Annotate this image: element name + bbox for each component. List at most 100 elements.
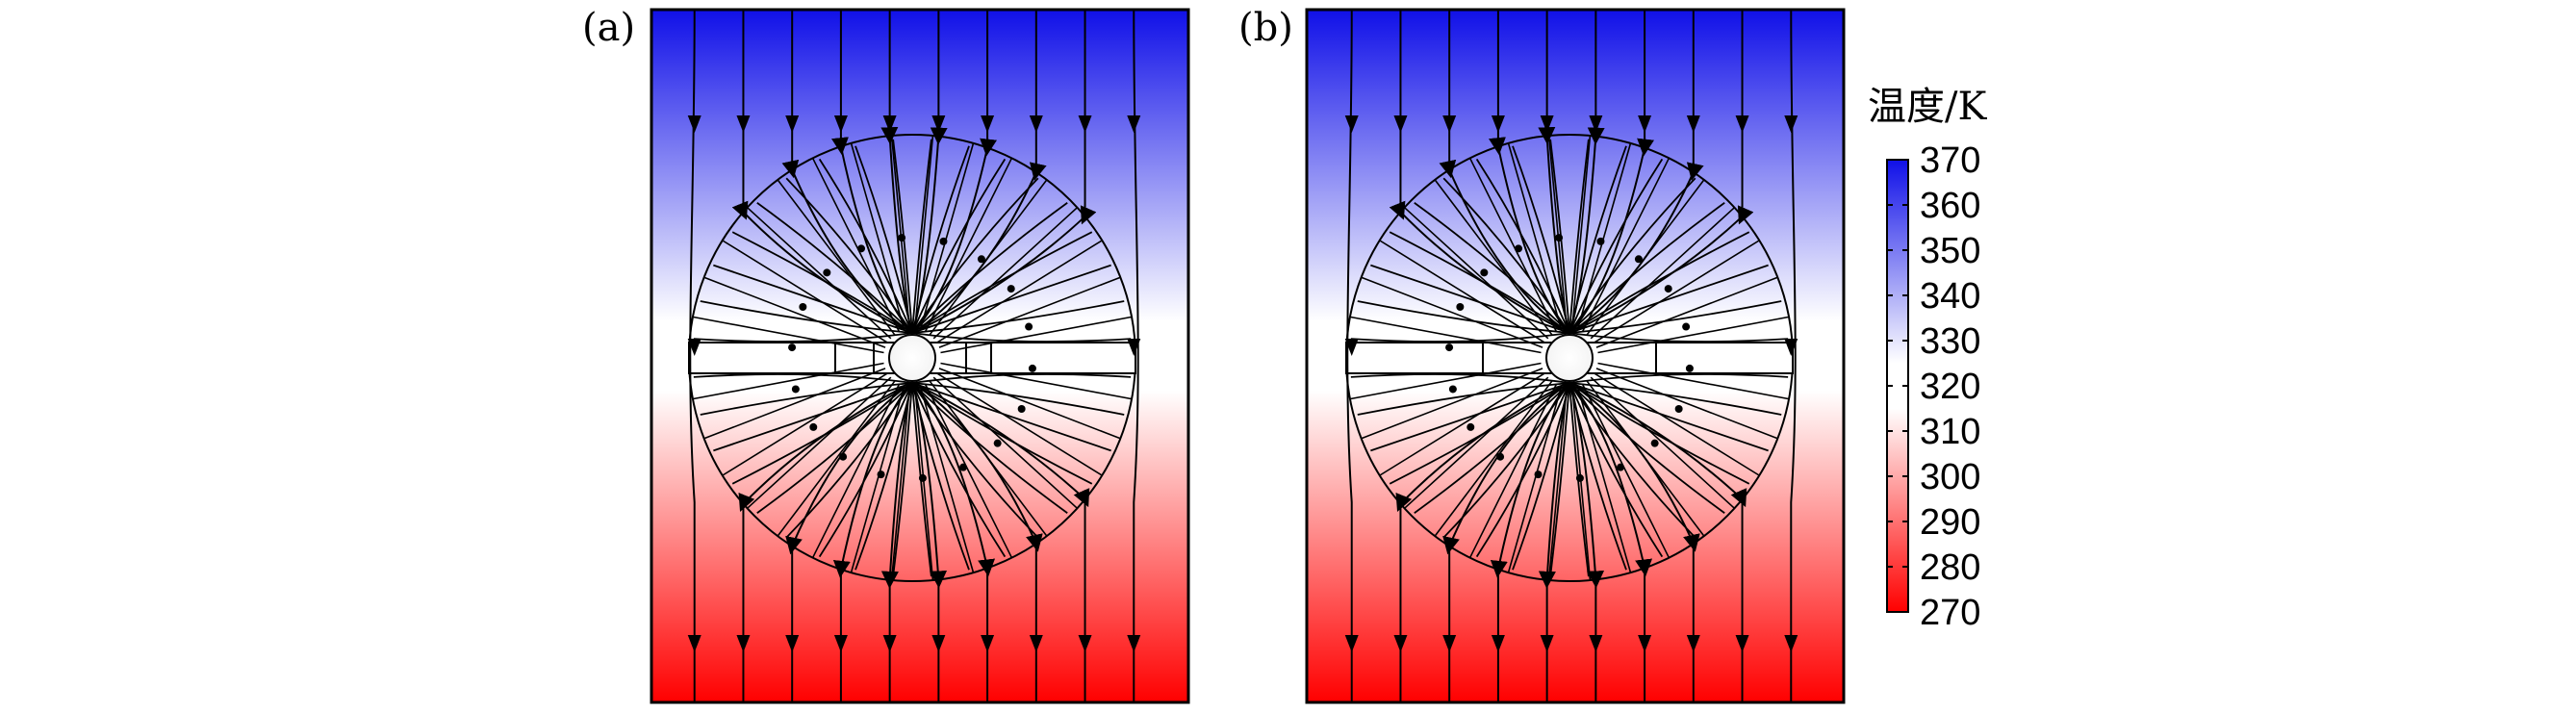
colorbar-tick-label: 320 — [1920, 367, 1980, 407]
cloak-spoke — [890, 386, 911, 581]
cloak-streamline-arrow — [857, 244, 866, 253]
panel-a-streamlines — [687, 9, 1141, 702]
streamline-arrow — [1784, 339, 1798, 356]
cloak-spoke — [1595, 276, 1778, 348]
cloak-spoke — [938, 368, 1121, 440]
cloak-spoke — [1379, 372, 1545, 476]
cloak-spoke — [777, 380, 896, 537]
cloak-streamline — [818, 382, 913, 558]
streamline — [1133, 9, 1139, 702]
cloak-streamline — [911, 300, 1125, 334]
cloak-streamline — [756, 202, 913, 334]
cloak-streamline-arrow — [1028, 364, 1036, 372]
panel-a — [650, 8, 1190, 704]
cloak-streamline-arrow — [1664, 285, 1672, 293]
cloak-streamline-arrow — [1650, 439, 1659, 447]
cloak-streamline-arrow — [1025, 322, 1033, 331]
cloak-spoke — [1594, 372, 1760, 476]
streamline-arrow — [1078, 635, 1092, 652]
cloak-spoke — [1349, 362, 1542, 400]
cloak-streamline — [1414, 202, 1570, 334]
cloak-streamline — [1569, 382, 1725, 514]
cloak-spoke — [722, 240, 888, 343]
cloak-spoke — [1434, 380, 1553, 537]
cloak-streamline — [911, 231, 1093, 334]
cloak-streamline — [1475, 158, 1570, 334]
cloak-spoke — [1468, 383, 1558, 559]
cloak-streamline-arrow — [1445, 343, 1454, 352]
cloak-spoke — [1595, 368, 1778, 440]
cloak-streamline — [785, 382, 913, 539]
colorbar-tick-label: 330 — [1920, 321, 1980, 362]
cloak-spoke — [850, 385, 905, 573]
streamline-arrow — [1638, 115, 1652, 133]
panel-label-b: (b) — [1238, 6, 1293, 50]
streamline-arrow — [736, 115, 751, 133]
cloak-streamline — [911, 332, 1132, 343]
streamline-arrow — [1589, 115, 1603, 133]
streamline-arrow — [833, 635, 848, 652]
cloak-spoke — [1581, 157, 1671, 333]
cloak-streamline — [911, 382, 1125, 416]
cloak-streamline-arrow — [1480, 268, 1489, 277]
cloak-streamline-arrow — [1496, 452, 1505, 461]
cloak-streamline — [1442, 382, 1570, 539]
streamline-arrow — [1735, 115, 1749, 133]
cloak-streamline — [1549, 139, 1570, 334]
cloak-streamline — [911, 202, 1068, 334]
streamline-arrow — [1393, 635, 1408, 652]
cloak-streamline — [1475, 382, 1570, 558]
cloak-streamline-arrow — [977, 255, 985, 264]
cloak-streamline-arrow — [1555, 234, 1564, 242]
cloak-streamline — [911, 177, 1039, 334]
cloak-streamline — [1569, 382, 1782, 416]
streamline — [1572, 386, 1653, 702]
cloak-spoke — [913, 386, 934, 581]
cloak-streamline-arrow — [1634, 255, 1643, 264]
colorbar-tick-label: 340 — [1920, 276, 1980, 317]
cloak-streamline — [892, 382, 913, 577]
streamline-arrow — [833, 115, 848, 133]
cloak-streamline — [1389, 231, 1570, 334]
cloak-spoke — [1434, 179, 1553, 336]
cloak-streamline — [1569, 382, 1750, 485]
cloak-spoke — [1570, 135, 1592, 330]
streamline-arrow — [1393, 115, 1408, 133]
cloak-streamline — [1569, 382, 1696, 539]
central-core — [1545, 334, 1594, 382]
cloak-spoke — [811, 383, 901, 559]
cloak-spoke — [1597, 362, 1790, 400]
cloak-spoke — [1361, 368, 1543, 440]
colorbar-tick-label: 300 — [1920, 457, 1980, 497]
streamline-arrow — [1491, 115, 1505, 133]
panel-label-a: (a) — [582, 6, 635, 50]
cloak-spoke — [890, 135, 911, 330]
cloak-streamline — [1569, 158, 1664, 334]
cloak-streamline-arrow — [839, 452, 848, 461]
streamline — [915, 386, 996, 702]
cloak-spoke — [924, 157, 1013, 333]
streamline-arrow — [882, 115, 897, 133]
streamline-arrow — [1029, 635, 1043, 652]
cloak-streamline — [1569, 382, 1664, 558]
cloak-streamline — [1414, 382, 1570, 514]
colorbar-tick-label: 360 — [1920, 186, 1980, 226]
streamline-arrow — [1491, 635, 1505, 652]
cloak-streamline — [911, 145, 970, 334]
streamline-arrow — [736, 635, 751, 652]
cloak-spoke — [919, 385, 975, 573]
cloak-streamline — [911, 382, 970, 571]
cloak-streamline — [1370, 264, 1570, 334]
streamline-arrow — [1784, 635, 1798, 652]
cloak-streamline — [1569, 382, 1769, 452]
streamline-arrow — [931, 635, 946, 652]
cloak-streamline — [1370, 382, 1570, 452]
cloak-streamline-arrow — [791, 385, 800, 394]
panel-a-cloak — [688, 134, 1136, 582]
cloak-spoke — [936, 372, 1103, 476]
cloak-spoke — [1361, 276, 1543, 348]
cloak-streamline — [731, 382, 913, 485]
